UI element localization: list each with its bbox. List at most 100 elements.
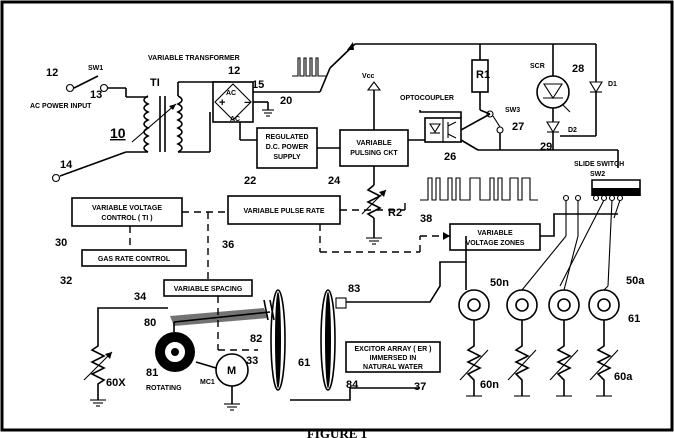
ref-80: 80 <box>144 317 156 329</box>
figure-caption: FIGURE 1 <box>307 426 367 438</box>
spacing-label: VARIABLE SPACING <box>174 286 243 293</box>
sw2-label: SW2 <box>590 171 605 178</box>
ref-83: 83 <box>348 283 360 295</box>
ref-22: 22 <box>244 175 256 187</box>
voltage-control-box <box>71 197 183 227</box>
sw3-label: SW3 <box>505 107 520 114</box>
spacing-box <box>163 279 253 297</box>
ac-input-label: AC POWER INPUT <box>30 103 92 110</box>
ref-36: 36 <box>222 239 234 251</box>
ref-12a: 12 <box>46 67 58 79</box>
ref-30: 30 <box>55 237 67 249</box>
ref-60a: 60a <box>614 371 633 383</box>
ref-60n: 60n <box>480 379 499 391</box>
rotating-label: ROTATING <box>146 385 182 392</box>
ref-82: 82 <box>250 333 262 345</box>
ref-27: 27 <box>512 121 524 133</box>
ref-20: 20 <box>280 95 292 107</box>
gas-rate-label: GAS RATE CONTROL <box>98 256 171 263</box>
scr <box>536 44 571 122</box>
bridge-ac-label: AC <box>226 90 236 97</box>
r2-resistor <box>361 166 387 245</box>
electrode-plate-84 <box>320 236 467 391</box>
transformer-label: VARIABLE TRANSFORMER <box>148 55 240 62</box>
excitor-link <box>290 387 420 401</box>
r1-resistor <box>471 44 491 115</box>
pulsing-ckt-label-2: PULSING CKT <box>350 150 398 157</box>
scr-label: SCR <box>530 63 545 70</box>
ref-61a: 61 <box>628 313 640 325</box>
voltage-zones-box <box>449 223 541 251</box>
spacing-gear <box>155 299 275 372</box>
ref-13: 13 <box>90 89 102 101</box>
transformer-id: TI <box>150 77 160 89</box>
d1-diode <box>553 43 603 137</box>
ref-34: 34 <box>134 291 147 303</box>
optocoupler <box>419 110 552 151</box>
ref-10: 10 <box>110 125 126 141</box>
ref-32: 32 <box>60 275 72 287</box>
pulsing-ckt-label-1: VARIABLE <box>356 140 392 147</box>
d2-diode <box>546 121 619 168</box>
ref-50a: 50a <box>626 275 645 287</box>
ref-28: 28 <box>572 63 584 75</box>
control-links <box>129 200 450 351</box>
ref-37: 37 <box>414 381 426 393</box>
regulated-supply-label-1: REGULATED <box>265 134 308 141</box>
bridge-ac-label-2: AC <box>230 116 240 123</box>
ref-81: 81 <box>146 367 158 379</box>
d2-label: D2 <box>568 127 577 134</box>
ref-24: 24 <box>328 175 341 187</box>
pulse-rate-label: VARIABLE PULSE RATE <box>243 208 324 215</box>
d1-label: D1 <box>608 81 617 88</box>
ref-50n: 50n <box>490 277 509 289</box>
ref-60x: 60X <box>106 377 126 389</box>
gas-rate-box <box>81 249 187 267</box>
bridge-minus: − <box>244 97 250 109</box>
cell-array <box>458 235 620 397</box>
excitor-label-3: NATURAL WATER <box>363 364 423 371</box>
middle-waveform <box>420 177 538 201</box>
ref-61b: 61 <box>298 357 310 369</box>
electrode-plate-82 <box>270 289 286 391</box>
bridge-plus: + <box>219 97 225 109</box>
slide-switch-label: SLIDE SWITCH <box>574 161 624 168</box>
ref-26: 26 <box>444 151 456 163</box>
slide-switch <box>559 179 641 287</box>
zones-to-switch-wire <box>540 213 618 237</box>
ac-power-input <box>51 75 127 183</box>
sw1-label: SW1 <box>88 65 103 72</box>
motor-id-label: MC1 <box>200 379 215 386</box>
ref-14: 14 <box>60 159 73 171</box>
optocoupler-label: OPTOCOUPLER <box>400 95 454 102</box>
voltage-zones-label-2: VOLTAGE ZONES <box>466 240 525 247</box>
voltage-control-label-2: CONTROL ( TI ) <box>101 215 152 222</box>
ref-33: 33 <box>246 355 258 367</box>
regulated-supply-box <box>256 127 318 169</box>
resistor-60x <box>83 307 168 407</box>
ref-84: 84 <box>346 379 359 391</box>
ref-15: 15 <box>252 79 264 91</box>
pulse-rate-box <box>227 195 341 225</box>
ref-38: 38 <box>420 213 432 225</box>
excitor-label-2: IMMERSED IN <box>370 355 417 362</box>
top-waveform <box>253 42 553 93</box>
sw3-switch <box>486 110 504 150</box>
r1-label: R1 <box>476 69 490 81</box>
vcc-supply <box>366 81 382 130</box>
regulated-supply-label-3: SUPPLY <box>273 154 301 161</box>
motor-letter: M <box>227 365 236 377</box>
ref-12b: 12 <box>228 65 240 77</box>
regulated-supply-label-2: D.C. POWER <box>266 144 308 151</box>
pulsing-ckt-box <box>339 129 409 167</box>
ref-29: 29 <box>540 141 552 153</box>
r2-label: R2 <box>388 207 402 219</box>
voltage-control-label-1: VARIABLE VOLTAGE <box>92 205 162 212</box>
voltage-zones-label-1: VARIABLE <box>477 230 513 237</box>
motor <box>195 353 249 411</box>
variable-transformer <box>126 81 230 153</box>
vcc-label: Vcc <box>362 73 375 80</box>
bridge-rectifier <box>212 81 274 141</box>
